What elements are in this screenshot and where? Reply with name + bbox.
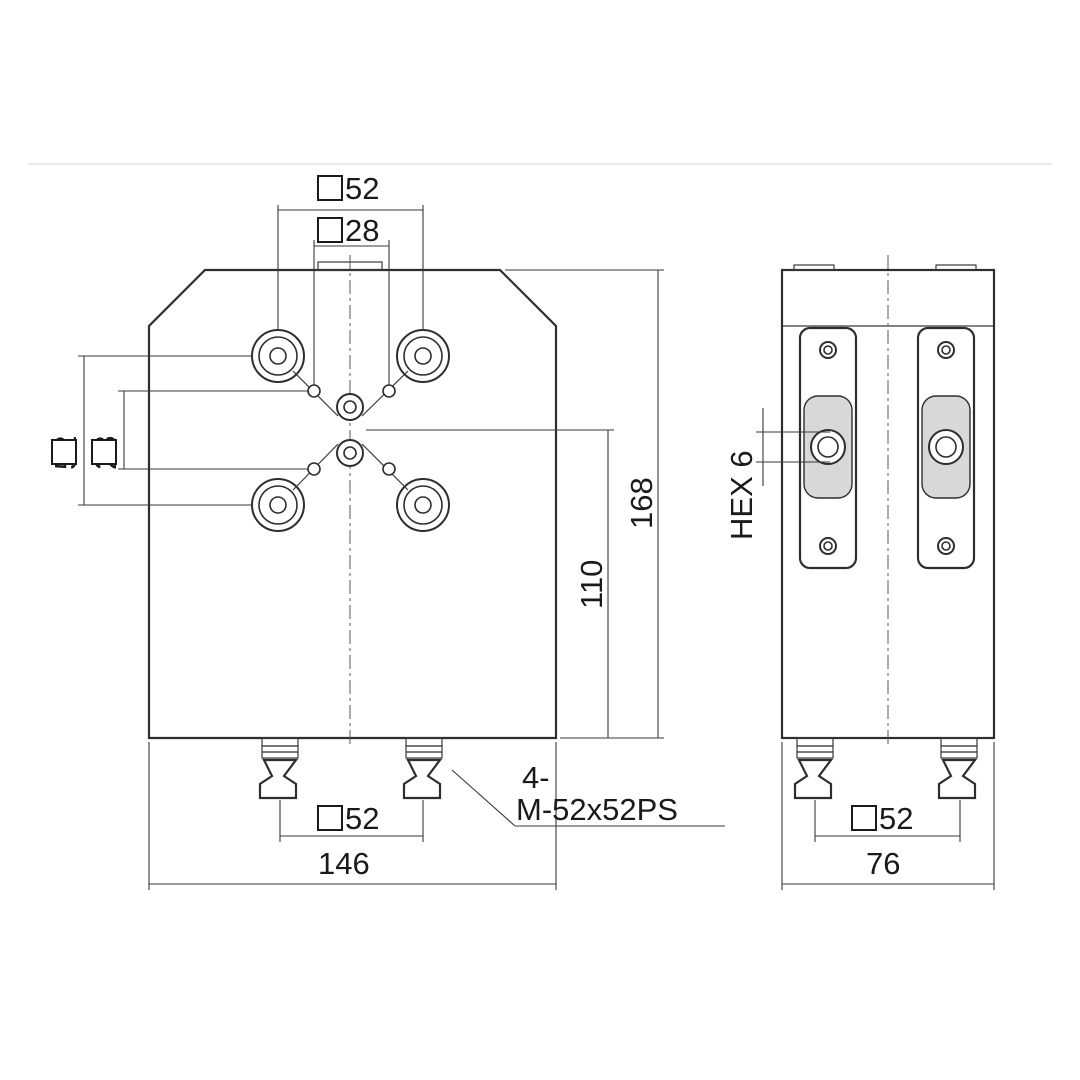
dowel-hole — [307, 384, 321, 398]
pull-stud — [937, 737, 978, 800]
dowel-hole — [382, 462, 396, 476]
dim-top-outer-label: 52 — [345, 171, 379, 206]
center-screw — [336, 393, 364, 421]
dim-height-label: 168 — [624, 477, 659, 529]
pin-count-label: 4- — [522, 760, 550, 795]
counterbored-hole — [396, 329, 450, 383]
front-view: 52 28 52 28 168 110 — [48, 171, 725, 890]
side-pin-pitch-label: 52 — [879, 801, 913, 836]
pull-stud — [793, 737, 834, 800]
pull-stud — [402, 737, 443, 800]
dowel-hole — [307, 462, 321, 476]
center-screw — [336, 439, 364, 467]
side-view: HEX 6 52 76 — [724, 255, 996, 890]
dowel-hole — [382, 384, 396, 398]
pull-stud — [258, 737, 299, 800]
side-width-label: 76 — [866, 846, 900, 881]
side-key-slot — [793, 264, 835, 271]
dim-center-height-label: 110 — [574, 560, 609, 609]
hex-size-label: HEX 6 — [724, 450, 759, 540]
clamp-plate — [798, 326, 858, 570]
pin-spec-label: M-52x52PS — [516, 792, 678, 827]
clamp-plate — [916, 326, 976, 570]
dim-width-label: 146 — [318, 846, 370, 881]
side-key-slot — [935, 264, 977, 271]
counterbored-hole — [251, 478, 305, 532]
dim-pin-pitch-label: 52 — [345, 801, 379, 836]
counterbored-hole — [396, 478, 450, 532]
dim-top-inner-label: 28 — [345, 213, 379, 248]
front-body-outline — [147, 268, 558, 740]
